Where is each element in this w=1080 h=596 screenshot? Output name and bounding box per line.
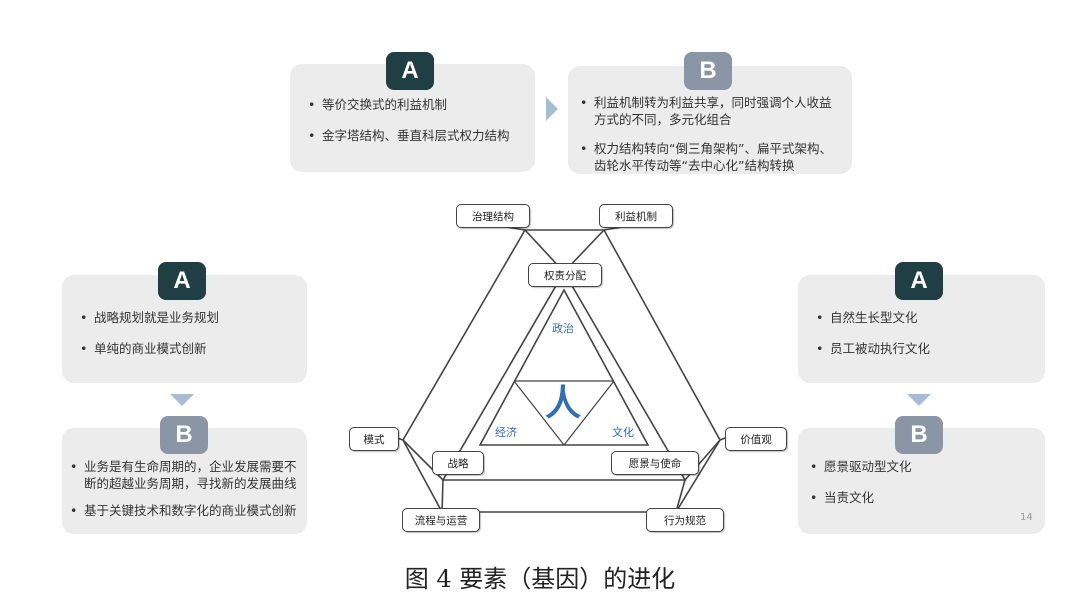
label-values: 价值观 bbox=[725, 427, 787, 451]
center-person-glyph: 人 bbox=[545, 383, 582, 424]
label-politics: 政治 bbox=[552, 322, 574, 335]
bullet-item: 自然生长型文化 bbox=[816, 309, 1031, 326]
bullet-item: 愿景驱动型文化 bbox=[810, 458, 1025, 475]
page-number: 14 bbox=[1020, 512, 1033, 523]
badge-b: B bbox=[684, 52, 732, 90]
arrow-down-icon bbox=[170, 394, 194, 406]
badge-b: B bbox=[160, 416, 208, 454]
bullet-item: 战略规划就是业务规划 bbox=[80, 309, 295, 326]
bullet-item: 当责文化 bbox=[810, 489, 1025, 506]
bullet-item: 利益机制转为利益共享，同时强调个人收益方式的不同，多元化组合 bbox=[580, 94, 842, 128]
label-governance: 治理结构 bbox=[456, 204, 530, 228]
bullet-item: 业务是有生命周期的，企业发展需要不断的超越业务周期，寻找新的发展曲线 bbox=[70, 458, 302, 492]
bullet-item: 等价交换式的利益机制 bbox=[308, 96, 523, 113]
badge-a: A bbox=[386, 52, 434, 90]
bullet-item: 基于关键技术和数字化的商业模式创新 bbox=[70, 502, 302, 519]
arrow-right-icon bbox=[546, 97, 558, 121]
label-power: 权责分配 bbox=[528, 263, 602, 287]
arrow-down-icon bbox=[907, 394, 931, 406]
bullet-item: 员工被动执行文化 bbox=[816, 340, 1031, 357]
label-process: 流程与运营 bbox=[402, 508, 480, 532]
label-model: 模式 bbox=[349, 427, 399, 451]
badge-b: B bbox=[895, 416, 943, 454]
figure-caption: 图 4 要素（基因）的进化 bbox=[404, 565, 676, 593]
label-behavior: 行为规范 bbox=[646, 508, 724, 532]
bullet-item: 金字塔结构、垂直科层式权力结构 bbox=[308, 127, 523, 144]
badge-a: A bbox=[895, 262, 943, 300]
label-culture: 文化 bbox=[612, 426, 634, 439]
label-interest: 利益机制 bbox=[599, 204, 673, 228]
label-strategy: 战略 bbox=[432, 451, 484, 475]
bullet-item: 权力结构转向“倒三角架构”、扁平式架构、齿轮水平传动等“去中心化”结构转换 bbox=[580, 140, 842, 174]
badge-a: A bbox=[158, 262, 206, 300]
top-card-b: 利益机制转为利益共享，同时强调个人收益方式的不同，多元化组合 权力结构转向“倒三… bbox=[568, 66, 852, 174]
label-economy: 经济 bbox=[495, 426, 517, 439]
bullet-item: 单纯的商业模式创新 bbox=[80, 340, 295, 357]
label-vision: 愿景与使命 bbox=[611, 451, 699, 475]
